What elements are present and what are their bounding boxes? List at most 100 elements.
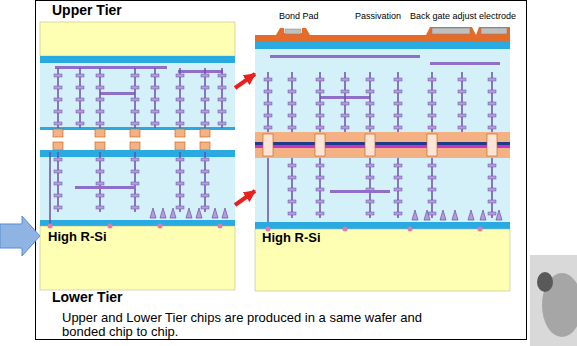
via-column bbox=[218, 68, 226, 128]
silicon-layer bbox=[40, 22, 235, 56]
bonded-pad bbox=[263, 134, 273, 156]
contact-dot bbox=[408, 227, 413, 232]
device-bump bbox=[150, 208, 156, 218]
contact-dot bbox=[218, 224, 223, 229]
passivation-layer bbox=[255, 27, 510, 42]
bond-pad bbox=[130, 129, 140, 137]
via-column bbox=[131, 152, 139, 212]
via-column bbox=[96, 152, 104, 212]
bonded-pad bbox=[487, 134, 497, 156]
device-bump bbox=[496, 210, 502, 220]
lower-tier-chip bbox=[40, 142, 235, 290]
via-column bbox=[176, 68, 184, 128]
via-column bbox=[201, 152, 209, 212]
oxide-layer bbox=[40, 220, 235, 226]
via-column bbox=[288, 72, 296, 132]
via-column bbox=[201, 68, 209, 128]
frame bbox=[36, 1, 527, 340]
back-gate-electrode bbox=[432, 28, 470, 34]
contact-dot bbox=[108, 224, 113, 229]
caption: Upper and Lower Tier chips are produced … bbox=[62, 311, 434, 339]
metal-line bbox=[178, 70, 223, 73]
via-column bbox=[76, 68, 84, 128]
device-bump bbox=[468, 210, 474, 220]
back-gate-electrode bbox=[481, 28, 507, 34]
bond-interface bbox=[255, 142, 510, 145]
device-bump bbox=[160, 208, 166, 218]
bond-pad bbox=[53, 142, 63, 150]
bond-pad bbox=[175, 142, 185, 150]
via-column bbox=[488, 158, 496, 218]
via-column bbox=[54, 152, 62, 212]
device-bump bbox=[452, 210, 458, 220]
device-bump bbox=[222, 208, 228, 218]
bond-pad bbox=[200, 142, 210, 150]
upper-tier-chip bbox=[40, 22, 235, 137]
bonded-chip-stack: High R-Si bbox=[255, 26, 512, 292]
silicon-substrate bbox=[40, 226, 235, 290]
via-column bbox=[264, 72, 272, 132]
bonded-stack bbox=[255, 27, 510, 291]
through-via bbox=[49, 152, 51, 226]
via-column bbox=[288, 158, 296, 218]
via-column bbox=[394, 158, 402, 218]
via-column bbox=[316, 158, 324, 218]
chip-tier: High R-SiLower Tier bbox=[40, 142, 235, 310]
pointer-arrow bbox=[0, 216, 40, 256]
photo-shape bbox=[537, 272, 553, 292]
bond-arrow bbox=[235, 191, 255, 205]
bond-pad bbox=[200, 129, 210, 137]
substrate-label: High R-Si bbox=[262, 231, 321, 245]
contact-dot bbox=[48, 224, 53, 229]
via-column bbox=[176, 152, 184, 212]
contact-dot bbox=[478, 227, 483, 232]
bond-pad bbox=[130, 142, 140, 150]
via-column bbox=[131, 68, 139, 128]
device-bump bbox=[212, 208, 218, 218]
device-bump bbox=[412, 210, 418, 220]
via-column bbox=[366, 158, 374, 218]
device-bump bbox=[440, 210, 446, 220]
oxide-layer bbox=[255, 222, 510, 229]
substrate-label: High R-Si bbox=[48, 230, 107, 244]
through-via bbox=[267, 158, 269, 229]
bonded-pad bbox=[427, 134, 437, 156]
via-column bbox=[341, 72, 349, 132]
bond-pad bbox=[175, 129, 185, 137]
via-column bbox=[394, 72, 402, 132]
device-bump bbox=[424, 210, 430, 220]
silicon-substrate bbox=[255, 229, 510, 291]
contact-dot bbox=[343, 227, 348, 232]
via-column bbox=[458, 72, 466, 132]
oxide-layer bbox=[40, 56, 235, 63]
interconnect-layer bbox=[40, 63, 235, 127]
interconnect-layer bbox=[255, 158, 510, 222]
oxide-layer bbox=[255, 42, 510, 49]
metal-line bbox=[75, 186, 135, 189]
bonded-pad bbox=[365, 134, 375, 156]
metal-line bbox=[330, 190, 390, 193]
via-column bbox=[151, 68, 159, 128]
device-bump bbox=[196, 208, 202, 218]
bonded-pad bbox=[315, 134, 325, 156]
bonding-layer bbox=[255, 132, 510, 142]
bond-pad bbox=[53, 129, 63, 137]
interconnect-layer bbox=[255, 49, 510, 132]
metal-line bbox=[100, 92, 135, 95]
bond-pad bbox=[95, 142, 105, 150]
via-column bbox=[316, 72, 324, 132]
chip-tier: Upper Tier bbox=[40, 3, 235, 150]
bond-pad bbox=[95, 129, 105, 137]
via-column bbox=[96, 68, 104, 128]
callout-label: Bond Pad bbox=[279, 12, 319, 22]
device-bump bbox=[170, 208, 176, 218]
metal-line bbox=[430, 62, 500, 65]
metal-line bbox=[55, 66, 167, 69]
bond-arrow bbox=[235, 74, 255, 88]
callout-label: Back gate adjust electrode bbox=[410, 12, 516, 22]
bond-pad-opening bbox=[285, 29, 301, 34]
contact-dot bbox=[158, 224, 163, 229]
tier-heading: Upper Tier bbox=[52, 3, 122, 18]
device-bump bbox=[186, 208, 192, 218]
